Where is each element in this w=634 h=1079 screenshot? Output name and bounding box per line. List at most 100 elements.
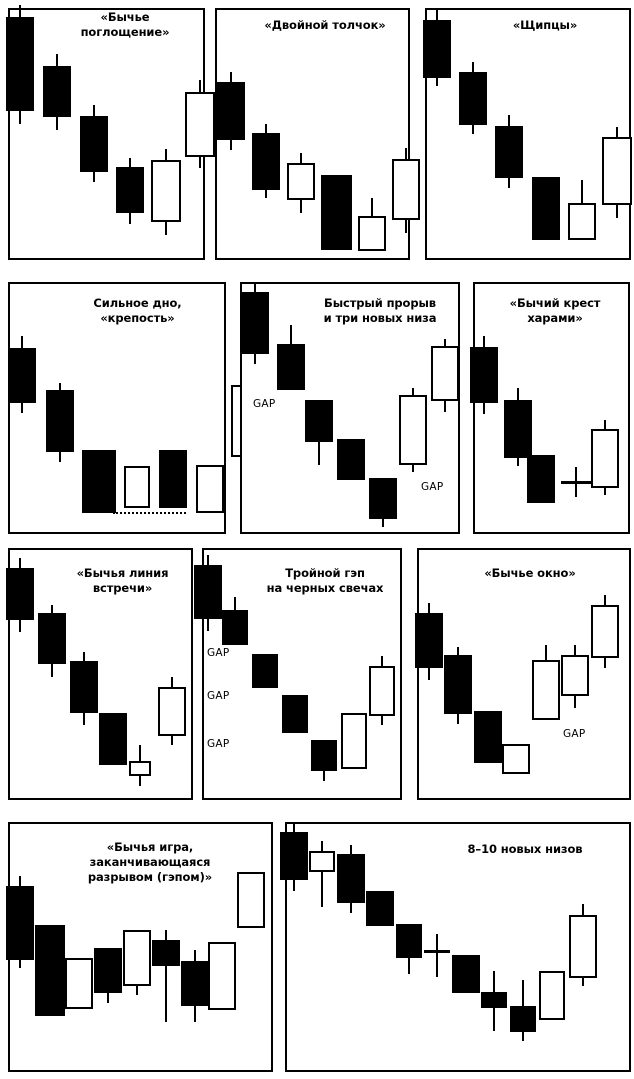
- candle-body-white: [539, 971, 565, 1020]
- candle-body-black: [470, 347, 498, 403]
- candlestick: [337, 439, 365, 480]
- candlestick: [194, 555, 222, 631]
- candle-doji-bar: [424, 950, 450, 953]
- candlestick: [321, 175, 352, 250]
- candle-body-white: [568, 203, 596, 240]
- candle-body-black: [70, 661, 98, 713]
- candlestick: [280, 824, 308, 891]
- candlestick: [532, 645, 560, 720]
- candle-body-black: [282, 695, 308, 733]
- candlestick: [539, 971, 565, 1020]
- candle-body-white: [358, 216, 386, 251]
- candlestick: [6, 558, 34, 632]
- candlestick: [252, 654, 278, 688]
- candlestick: [481, 971, 507, 1031]
- candlestick: [510, 980, 536, 1041]
- candle-body-white: [532, 660, 560, 720]
- candlestick: [237, 872, 265, 928]
- candle-body-black: [277, 344, 305, 390]
- candle-wick: [436, 934, 438, 977]
- candlestick: [532, 177, 560, 240]
- candle-body-black: [305, 400, 333, 442]
- candle-body-black: [252, 654, 278, 688]
- candle-body-black: [35, 925, 65, 1016]
- candlestick: [568, 180, 596, 240]
- candle-body-black: [337, 854, 365, 903]
- candlestick: [241, 284, 269, 364]
- pattern-panel-tweezers: [425, 8, 631, 260]
- candlestick: [369, 656, 395, 725]
- candle-doji-bar: [561, 481, 591, 484]
- support-dotted-line: [113, 512, 186, 514]
- candle-body-black: [94, 948, 122, 993]
- candle-body-black: [396, 924, 422, 958]
- candle-body-white: [185, 92, 215, 157]
- candle-body-white: [591, 605, 619, 658]
- candlestick: [495, 115, 523, 188]
- candlestick: [8, 336, 36, 413]
- candle-body-white: [65, 958, 93, 1009]
- candle-body-white: [591, 429, 619, 488]
- candlestick: [65, 958, 93, 1009]
- candle-body-black: [222, 610, 248, 645]
- candle-body-black: [415, 613, 443, 668]
- candlestick: [151, 149, 181, 235]
- candle-body-black: [241, 292, 269, 354]
- candlestick: [38, 605, 66, 677]
- candle-body-black: [8, 348, 36, 403]
- candlestick: [423, 9, 451, 86]
- candle-body-black: [369, 478, 397, 519]
- candlestick: [222, 597, 248, 645]
- candle-body-white: [502, 744, 530, 774]
- candlestick: [591, 420, 619, 495]
- candle-body-black: [366, 891, 394, 926]
- candlestick: [287, 153, 315, 213]
- candlestick: [46, 383, 74, 462]
- candlestick: [561, 467, 591, 497]
- candlestick: [358, 198, 386, 251]
- candlestick: [502, 744, 530, 774]
- candlestick: [431, 339, 459, 412]
- candlestick: [337, 845, 365, 913]
- pattern-panel-triple-gap-black-candles: [202, 548, 402, 800]
- candle-body-white: [124, 466, 150, 508]
- candlestick: [424, 934, 450, 977]
- candle-body-white: [561, 655, 589, 696]
- candle-body-black: [481, 992, 507, 1008]
- candlestick: [129, 745, 151, 786]
- candlestick: [504, 388, 532, 466]
- gap-label: GAP: [207, 738, 230, 750]
- candle-body-black: [495, 126, 523, 178]
- candle-body-black: [194, 565, 222, 619]
- candlestick: [124, 466, 150, 508]
- candlestick: [159, 450, 187, 508]
- candlestick: [116, 158, 144, 224]
- candle-body-black: [80, 116, 108, 172]
- candlestick: [396, 924, 422, 974]
- candlestick: [527, 455, 555, 503]
- pattern-panel-strong-bottom-fortress: [8, 282, 226, 534]
- candle-body-black: [6, 17, 34, 111]
- candle-body-black: [459, 72, 487, 125]
- candlestick: [43, 54, 71, 130]
- gap-label: GAP: [207, 647, 230, 659]
- candlestick: [99, 713, 127, 765]
- candlestick: [70, 652, 98, 725]
- candlestick: [392, 148, 420, 233]
- candle-body-white: [431, 346, 459, 401]
- candle-body-black: [337, 439, 365, 480]
- candle-body-black: [452, 955, 480, 993]
- gap-label: GAP: [253, 398, 276, 410]
- candle-body-black: [423, 20, 451, 78]
- candlestick: [277, 325, 305, 390]
- gap-label: GAP: [207, 690, 230, 702]
- candlestick: [196, 465, 224, 513]
- candle-body-white: [237, 872, 265, 928]
- candle-body-white: [602, 137, 632, 205]
- candle-body-black: [99, 713, 127, 765]
- candlestick: [208, 942, 236, 1010]
- candle-body-white: [309, 851, 335, 872]
- candle-body-black: [152, 940, 180, 966]
- candle-wick: [165, 930, 167, 1022]
- candlestick: [452, 955, 480, 993]
